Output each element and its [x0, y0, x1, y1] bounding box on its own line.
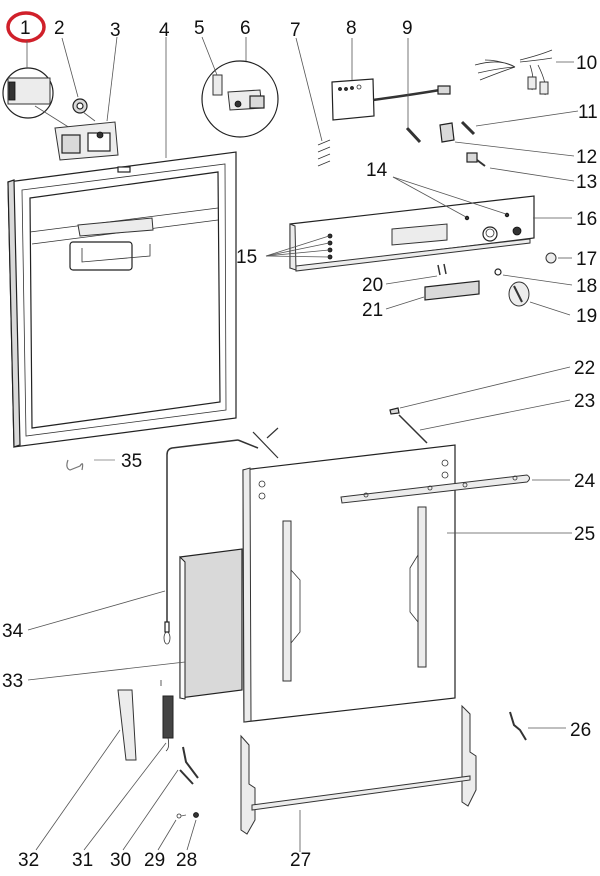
part-30[interactable] [179, 746, 199, 785]
callout-28[interactable]: 28 [176, 850, 197, 871]
part-21[interactable] [424, 280, 480, 301]
callout-1[interactable]: 1 [20, 18, 31, 39]
callout-10[interactable]: 10 [576, 53, 597, 74]
part-26[interactable] [509, 711, 527, 741]
part-1-detail[interactable] [2, 67, 71, 129]
callout-18[interactable]: 18 [576, 276, 597, 297]
part-20[interactable] [437, 263, 447, 276]
callout-labels: 1 2 3 4 5 6 7 8 9 10 11 12 13 14 15 16 1… [2, 18, 598, 871]
callout-35[interactable]: 35 [121, 451, 142, 472]
callout-9[interactable]: 9 [402, 18, 413, 39]
callout-11[interactable]: 11 [578, 102, 598, 123]
part-11[interactable] [460, 120, 476, 136]
part-18[interactable] [494, 268, 502, 276]
part-25-outer-panel[interactable] [242, 444, 456, 723]
callout-17[interactable]: 17 [576, 249, 597, 270]
part-17[interactable] [545, 252, 557, 264]
callout-4[interactable]: 4 [159, 20, 170, 41]
part-33-insulation[interactable] [179, 548, 243, 700]
callout-25[interactable]: 25 [574, 524, 595, 545]
callout-34[interactable]: 34 [2, 621, 24, 642]
callout-20[interactable]: 20 [362, 275, 383, 296]
callout-13[interactable]: 13 [576, 172, 597, 193]
callout-16[interactable]: 16 [576, 209, 597, 230]
callout-12[interactable]: 12 [576, 147, 597, 168]
part-27-hinge-bar[interactable] [240, 704, 477, 835]
part-32-handle[interactable] [117, 689, 137, 761]
callout-23[interactable]: 23 [574, 391, 595, 412]
callout-33[interactable]: 33 [2, 671, 23, 692]
callout-5[interactable]: 5 [194, 18, 205, 39]
callout-30[interactable]: 30 [110, 850, 131, 871]
callout-2[interactable]: 2 [54, 18, 65, 39]
callout-22[interactable]: 22 [574, 358, 595, 379]
part-2[interactable] [72, 98, 88, 114]
part-16-control-panel[interactable] [289, 195, 535, 272]
callout-32[interactable]: 32 [18, 850, 39, 871]
callout-21[interactable]: 21 [362, 300, 383, 321]
part-34-cable[interactable] [163, 427, 279, 645]
part-31-spring[interactable] [160, 680, 174, 752]
part-12[interactable] [439, 122, 455, 143]
part-8-control-board[interactable] [331, 78, 451, 121]
callout-27[interactable]: 27 [290, 850, 311, 871]
part-10-wire-harness[interactable] [474, 49, 553, 96]
callout-14[interactable]: 14 [366, 160, 388, 181]
callout-15[interactable]: 15 [236, 247, 257, 268]
callout-8[interactable]: 8 [346, 18, 357, 39]
part-23[interactable] [398, 414, 428, 444]
callout-3[interactable]: 3 [110, 20, 121, 41]
part-4-inner-door[interactable] [7, 151, 237, 448]
part-9[interactable] [405, 126, 422, 144]
part-13[interactable] [466, 152, 486, 167]
highlight-circle [6, 11, 46, 43]
part-28[interactable] [193, 812, 199, 818]
part-3[interactable] [54, 121, 119, 161]
callout-24[interactable]: 24 [574, 471, 596, 492]
part-35[interactable] [66, 459, 84, 471]
callout-26[interactable]: 26 [570, 720, 591, 741]
callout-6[interactable]: 6 [240, 18, 251, 39]
part-6-detail[interactable] [201, 60, 279, 138]
part-29[interactable] [176, 813, 187, 819]
callout-19[interactable]: 19 [576, 306, 597, 327]
part-7[interactable] [317, 139, 331, 167]
part-22[interactable] [389, 407, 400, 415]
callout-29[interactable]: 29 [144, 850, 165, 871]
part-24-rail[interactable] [340, 474, 530, 504]
part-19-knob[interactable] [508, 281, 530, 307]
callout-7[interactable]: 7 [290, 20, 301, 41]
callout-31[interactable]: 31 [72, 850, 93, 871]
